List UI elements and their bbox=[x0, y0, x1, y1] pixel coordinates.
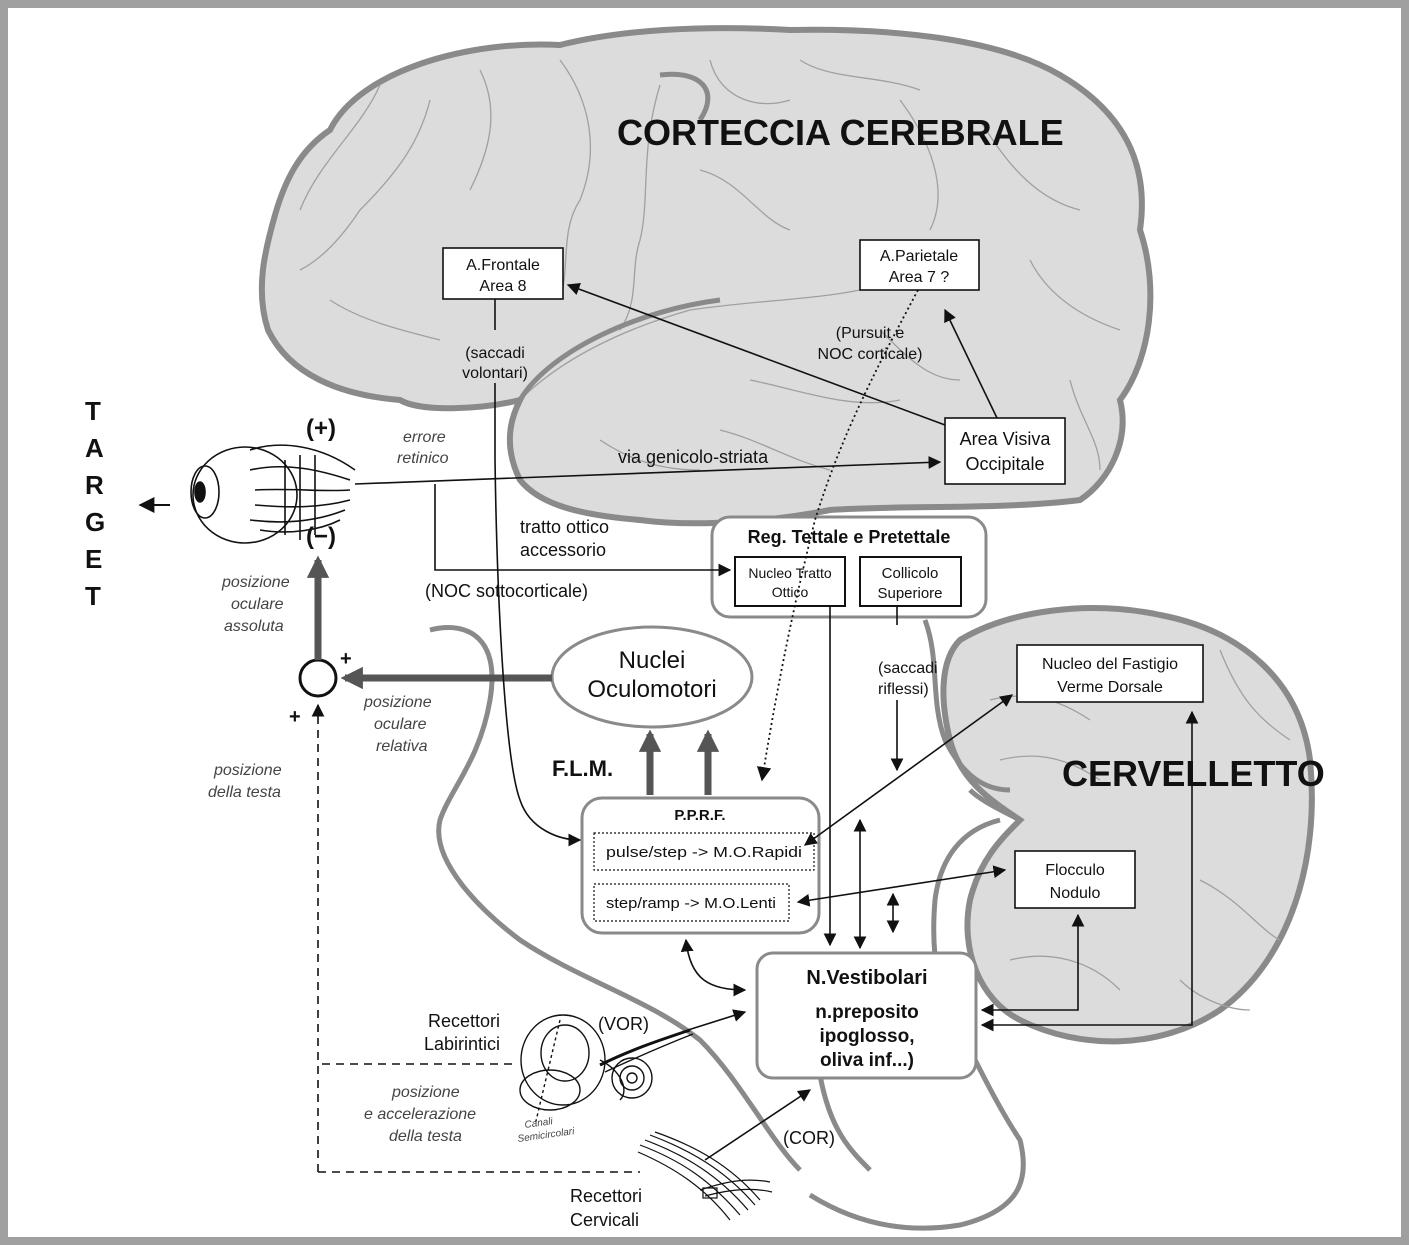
box-vestibular: N.Vestibolari n.preposito ipoglosso, oli… bbox=[755, 951, 978, 1080]
cerv-receptors-2: Cervicali bbox=[570, 1210, 639, 1230]
box-visual: Area Visiva Occipitale bbox=[944, 417, 1066, 485]
sum-plus-bottom: + bbox=[289, 706, 301, 728]
head-position-1: posizione bbox=[213, 762, 282, 779]
sum-plus-right: + bbox=[340, 648, 352, 670]
box-visual-line1: Area Visiva bbox=[960, 429, 1052, 449]
arrow-accessory-to-not bbox=[434, 484, 732, 577]
cerebellum-title: CERVELLETTO bbox=[1062, 753, 1325, 794]
box-parietal-line1: A.Parietale bbox=[880, 248, 958, 265]
arrow-fastigial-vestibular bbox=[980, 710, 1199, 1032]
vestibular-title: N.Vestibolari bbox=[806, 967, 927, 989]
box-tectal-title: Reg. Tettale e Pretettale bbox=[748, 527, 951, 547]
dashed-head-position bbox=[318, 705, 640, 1173]
rel-position-3: relativa bbox=[376, 738, 428, 755]
arrow-pprf-flocculus bbox=[796, 865, 1007, 907]
arrow-cerv-to-vestibular bbox=[704, 1089, 812, 1161]
arrow-eye-to-visual bbox=[354, 456, 942, 485]
box-parietal: A.Parietale Area 7 ? bbox=[859, 239, 980, 291]
target-letter: G bbox=[85, 507, 105, 537]
target-letter: E bbox=[85, 544, 102, 574]
head-accel-3: della testa bbox=[389, 1128, 462, 1145]
oculomotor-line1: Nuclei bbox=[619, 647, 686, 674]
abs-position-1: posizione bbox=[221, 574, 290, 591]
pprf-slow: step/ramp -> M.O.Lenti bbox=[606, 895, 776, 912]
cortex-title: CORTECCIA CEREBRALE bbox=[617, 112, 1064, 153]
head-accel-1: posizione bbox=[391, 1084, 460, 1101]
target-letter: R bbox=[85, 470, 104, 500]
target-letter: A bbox=[85, 433, 104, 463]
cor-label: (COR) bbox=[783, 1128, 835, 1148]
eye-icon bbox=[190, 444, 356, 544]
arrow-visual-to-parietal bbox=[944, 308, 998, 419]
accessory-2: accessorio bbox=[520, 540, 606, 560]
labyrinth-icon bbox=[519, 1014, 694, 1126]
voluntary-saccades-1: (saccadi bbox=[465, 345, 525, 362]
box-frontal: A.Frontale Area 8 bbox=[442, 247, 564, 300]
noc-sub-label: (NOC sottocorticale) bbox=[425, 581, 588, 601]
flm-label: F.L.M. bbox=[552, 756, 613, 781]
box-fastigial-line1: Nucleo del Fastigio bbox=[1042, 656, 1178, 673]
oculomotor-line2: Oculomotori bbox=[587, 676, 716, 703]
oculomotor-nuclei: Nuclei Oculomotori bbox=[550, 625, 754, 729]
box-frontal-line2: Area 8 bbox=[479, 278, 526, 295]
vestibular-line2: ipoglosso, bbox=[820, 1026, 915, 1047]
eye-minus: (−) bbox=[306, 523, 336, 550]
reflex-saccades-2: riflessi) bbox=[878, 681, 929, 698]
pprf-fast: pulse/step -> M.O.Rapidi bbox=[606, 844, 802, 861]
arrow-pprf-vestibular-curve bbox=[680, 938, 747, 997]
box-flocculus-line2: Nodulo bbox=[1050, 885, 1101, 902]
arrow-pprf-fastigial bbox=[803, 694, 1014, 846]
box-sc-line1: Collicolo bbox=[882, 565, 939, 582]
cerv-receptors-1: Recettori bbox=[570, 1186, 642, 1206]
labels: (saccadi volontari) (Pursuit e NOC corti… bbox=[208, 325, 938, 1230]
eye-plus: (+) bbox=[306, 415, 336, 442]
box-tectal: Reg. Tettale e Pretettale Nucleo Tratto … bbox=[710, 515, 988, 619]
canals-label-1: Canali bbox=[524, 1116, 554, 1131]
arrow-lab-to-vestibular bbox=[687, 1009, 747, 1031]
rel-position-1: posizione bbox=[363, 694, 432, 711]
box-frontal-line1: A.Frontale bbox=[466, 257, 540, 274]
lab-receptors-1: Recettori bbox=[428, 1011, 500, 1031]
rel-position-2: oculare bbox=[374, 716, 427, 733]
box-flocculus: Flocculo Nodulo bbox=[1014, 850, 1136, 909]
box-parietal-line2: Area 7 ? bbox=[889, 269, 950, 286]
brainstem-outline bbox=[429, 625, 802, 1172]
pursuit-2: NOC corticale) bbox=[818, 346, 923, 363]
head-position-2: della testa bbox=[208, 784, 281, 801]
summation-node bbox=[298, 658, 338, 698]
abs-position-2: oculare bbox=[231, 596, 284, 613]
abs-position-3: assoluta bbox=[224, 618, 284, 635]
accessory-1: tratto ottico bbox=[520, 517, 609, 537]
box-not-line1: Nucleo Tratto bbox=[748, 565, 831, 581]
voluntary-saccades-2: volontari) bbox=[462, 365, 528, 382]
target-letter: T bbox=[85, 396, 101, 426]
head-accel-2: e accelerazione bbox=[364, 1106, 476, 1123]
box-not-line2: Ottico bbox=[772, 584, 809, 600]
vestibular-line1: n.preposito bbox=[815, 1002, 918, 1023]
arrow-frontal-to-pprf bbox=[494, 299, 580, 840]
pprf-title: P.P.R.F. bbox=[674, 807, 725, 824]
cerebrum bbox=[258, 25, 1154, 527]
box-visual-line2: Occipitale bbox=[965, 454, 1044, 474]
vor-label: (VOR) bbox=[598, 1014, 649, 1034]
vestibular-line3: oliva inf...) bbox=[820, 1050, 914, 1071]
box-fastigial: Nucleo del Fastigio Verme Dorsale bbox=[1016, 644, 1204, 703]
box-pprf: P.P.R.F. pulse/step -> M.O.Rapidi step/r… bbox=[580, 796, 821, 935]
retinal-error-2: retinico bbox=[397, 450, 449, 467]
geniculo-label: via genicolo-striata bbox=[618, 447, 769, 467]
arrow-visual-to-frontal bbox=[566, 283, 946, 426]
pursuit-1: (Pursuit e bbox=[836, 325, 905, 342]
box-fastigial-line2: Verme Dorsale bbox=[1057, 679, 1163, 696]
reflex-saccades-1: (saccadi bbox=[878, 660, 938, 677]
target-letter: T bbox=[85, 581, 101, 611]
retinal-error-1: errore bbox=[403, 429, 446, 446]
lab-receptors-2: Labirintici bbox=[424, 1034, 500, 1054]
box-flocculus-line1: Flocculo bbox=[1045, 862, 1105, 879]
target-label: T A R G E T bbox=[85, 396, 105, 611]
box-sc-line2: Superiore bbox=[877, 585, 942, 602]
cervical-muscle-icon bbox=[637, 1131, 773, 1221]
